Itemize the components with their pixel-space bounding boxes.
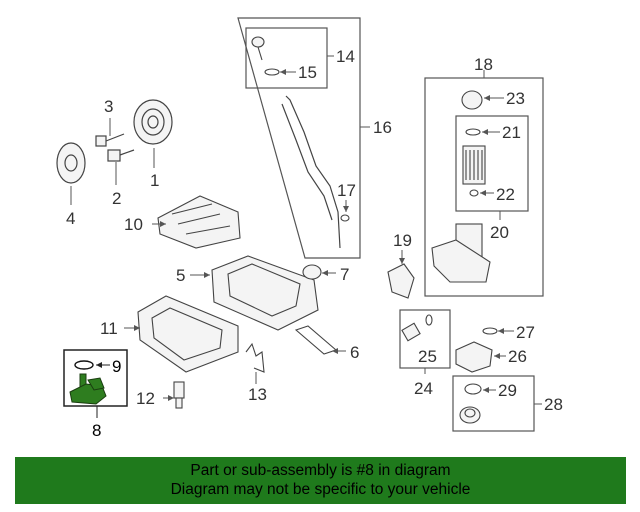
group-box-14 (245, 27, 328, 89)
part-14-dipstick-handle (251, 36, 280, 76)
callout-11: 11 (100, 319, 118, 338)
part-22-oring (469, 189, 479, 197)
part-5-oil-pan-upper (211, 255, 319, 331)
part-filter-element (462, 145, 486, 185)
part-7-plug (302, 264, 322, 280)
callout-13: 13 (248, 385, 267, 404)
part-26-cooler (455, 341, 493, 373)
callout-6: 6 (350, 343, 359, 362)
callout-18: 18 (474, 55, 493, 74)
callout-22: 22 (496, 185, 515, 204)
callout-29: 29 (498, 381, 517, 400)
part-21-oring (465, 128, 481, 136)
banner-line-2: Diagram may not be specific to your vehi… (170, 481, 471, 498)
callout-2: 2 (112, 189, 121, 208)
callout-4: 4 (66, 209, 75, 228)
callout-10: 10 (124, 215, 143, 234)
part-17-seal (340, 214, 350, 222)
callout-7: 7 (340, 265, 349, 284)
callout-3: 3 (104, 97, 113, 116)
part-10-baffle (157, 195, 241, 249)
part-3-bolt (95, 133, 125, 147)
part-12-bolt (173, 381, 185, 409)
group-box-20 (455, 115, 529, 212)
part-11-oil-pan-lower (137, 295, 239, 373)
callout-1: 1 (150, 171, 159, 190)
part-4-damper (56, 142, 86, 184)
callout-19: 19 (393, 231, 412, 250)
callout-28: 28 (544, 395, 563, 414)
callout-9: 9 (112, 357, 121, 376)
callout-12: 12 (136, 389, 155, 408)
callout-8: 8 (92, 421, 101, 440)
part-1-pulley (133, 99, 173, 145)
group-box-28 (452, 375, 535, 432)
part-8-oil-pump-highlight (69, 373, 107, 405)
part-13-bracket (245, 342, 265, 373)
callout-25: 25 (418, 347, 437, 366)
info-banner: Part or sub-assembly is #8 in diagram Di… (15, 457, 626, 504)
part-28-cover (459, 406, 481, 424)
parts-diagram: 1 2 3 4 5 6 7 8 9 10 11 12 13 14 15 16 1… (56, 17, 563, 440)
callout-20: 20 (490, 223, 509, 242)
part-25-sensor (401, 314, 433, 342)
group-box-16 (237, 17, 361, 259)
part-2-bolt (107, 149, 135, 162)
callout-23: 23 (506, 89, 525, 108)
callout-16: 16 (373, 118, 392, 137)
part-16-dipstick-tube (281, 95, 341, 249)
callout-26: 26 (508, 347, 527, 366)
callout-15: 15 (298, 63, 317, 82)
banner-line-1: Part or sub-assembly is #8 in diagram (190, 462, 451, 479)
part-27-oring (482, 327, 498, 335)
part-29-oring (464, 383, 482, 395)
callout-21: 21 (502, 123, 521, 142)
part-6-gasket (294, 325, 338, 355)
callout-14: 14 (336, 47, 355, 66)
callout-27: 27 (516, 323, 535, 342)
callout-5: 5 (176, 266, 185, 285)
part-9-oring (74, 360, 94, 370)
callout-17: 17 (337, 181, 356, 200)
callout-24: 24 (414, 379, 433, 398)
group-box-8 (63, 349, 128, 407)
part-19-gasket (387, 263, 415, 299)
part-18-filter-housing (431, 223, 491, 283)
part-23-cap (461, 90, 483, 110)
